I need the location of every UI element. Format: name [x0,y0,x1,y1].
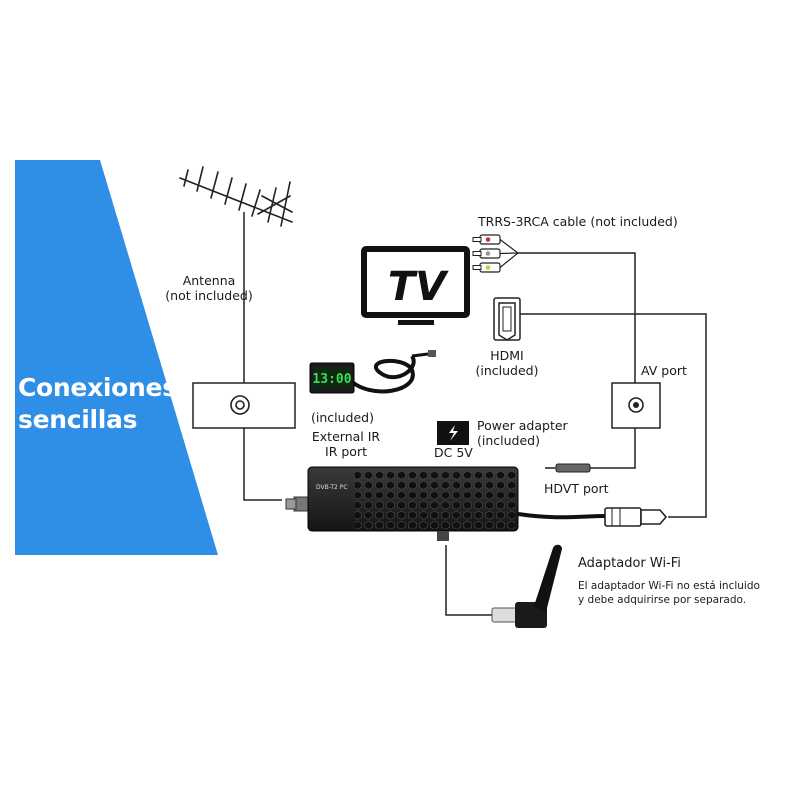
wifi-adapter-icon [491,544,562,628]
wifi-note-line1: El adaptador Wi-Fi no está incluido [578,580,760,592]
antenna-label-line1: Antenna [182,273,236,288]
banner-title-line1: Conexiones [18,373,177,402]
antenna-label: Antenna (not included) [150,273,268,303]
ir-sensor-icon: 13:00 [309,350,436,394]
tv-label: TV [388,264,449,310]
banner-title: Conexiones sencillas [18,372,177,436]
ir-port-label: External IR IR port [298,429,394,459]
wifi-heading: Adaptador Wi-Fi [578,556,681,571]
receiver-box: DVB-T2 PC [285,466,519,541]
banner-background [15,160,218,555]
ir-port-label-line1: External IR [311,429,381,444]
power-voltage-label: DC 5V [434,445,473,460]
connection-lines [243,212,707,616]
power-adapter-label: Power adapter (included) [477,418,568,448]
power-adapter-icon [437,421,469,445]
ir-sensor-label: (included) [311,410,374,425]
banner-title-line2: sencillas [18,405,138,434]
av-port-label: AV port [641,363,687,378]
wifi-note: El adaptador Wi-Fi no está incluido y de… [578,579,760,607]
ir-sensor-display: 13:00 [312,372,351,387]
hdmi-label-line1: HDMI [490,348,524,363]
hdmi-connector-icon [493,297,521,341]
antenna-icon [179,166,293,227]
rca-plugs-icon [472,234,519,273]
coax-socket-icon [230,395,250,415]
power-adapter-label-line1: Power adapter [477,418,568,433]
hdvt-jack-icon [545,463,591,473]
wifi-note-line2: y debe adquirirse por separado. [578,594,747,606]
receiver-brand: DVB-T2 PC [316,484,348,491]
ir-port-label-line2: IR port [325,444,367,459]
tv-icon: TV [361,246,470,325]
av-wall-plate [611,382,661,429]
hdmi-label-line2: (included) [475,363,539,378]
av-socket-icon [628,397,644,413]
power-adapter-label-line2: (included) [477,433,540,448]
hdvt-port-label: HDVT port [544,481,609,496]
cable-label: TRRS-3RCA cable (not included) [478,214,678,229]
hdmi-cable-icon [517,507,668,527]
hdmi-label: HDMI (included) [466,348,548,378]
antenna-label-line2: (not included) [165,288,253,303]
